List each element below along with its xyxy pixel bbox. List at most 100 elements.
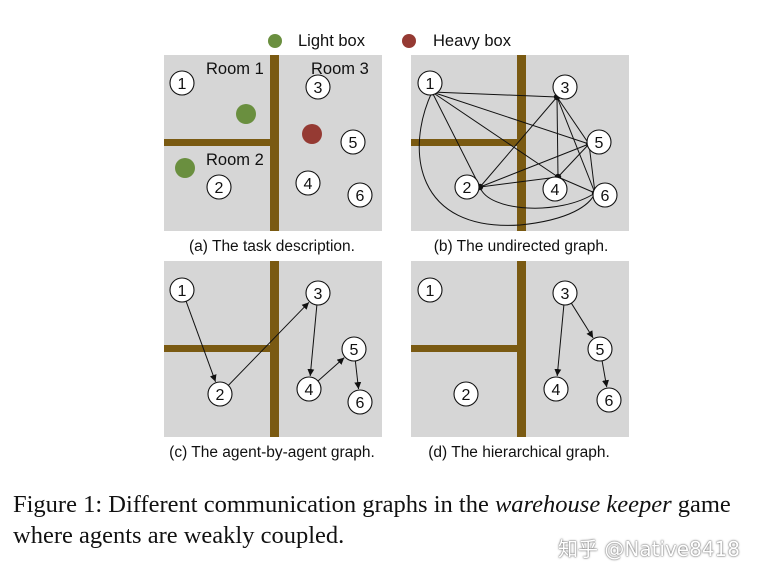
panel-a-nodes: 1 2 3 4 5 6 bbox=[169, 70, 373, 208]
agent-node-circle bbox=[206, 174, 232, 200]
agent-node-circle bbox=[587, 336, 613, 362]
legend-light-box-marker bbox=[268, 34, 282, 48]
agent-node-label: 1 bbox=[426, 76, 435, 93]
agent-node-5: 5 bbox=[341, 336, 367, 362]
graph-edge-arrow bbox=[354, 360, 362, 390]
agent-node-label: 4 bbox=[304, 176, 313, 193]
agent-node-label: 2 bbox=[216, 387, 225, 404]
agent-node-label: 5 bbox=[596, 342, 605, 359]
agent-node-3: 3 bbox=[305, 74, 331, 100]
agent-node-circle bbox=[552, 280, 578, 306]
agent-node-circle bbox=[169, 277, 195, 303]
graph-edge-arrow bbox=[307, 304, 318, 377]
agent-node-circle bbox=[454, 174, 480, 200]
room-2-label: Room 2 bbox=[206, 151, 264, 169]
panel-c-caption: (c) The agent-by-agent graph. bbox=[169, 444, 375, 461]
agent-node-6: 6 bbox=[347, 182, 373, 208]
agent-node-circle bbox=[347, 389, 373, 415]
agent-node-5: 5 bbox=[340, 129, 366, 155]
agent-node-circle bbox=[592, 182, 618, 208]
agent-node-4: 4 bbox=[543, 376, 569, 402]
caption-emphasis: warehouse keeper bbox=[494, 491, 672, 518]
figure-caption: Figure 1: Different communication graphs… bbox=[13, 489, 778, 551]
panel-d-wall-vertical bbox=[517, 261, 526, 437]
agent-node-3: 3 bbox=[305, 280, 331, 306]
agent-node-circle bbox=[340, 129, 366, 155]
agent-node-circle bbox=[305, 280, 331, 306]
agent-node-label: 5 bbox=[595, 135, 604, 152]
agent-node-6: 6 bbox=[347, 389, 373, 415]
agent-node-2: 2 bbox=[453, 381, 479, 407]
caption-prefix: Figure 1: Different communication graphs… bbox=[13, 491, 495, 518]
agent-node-circle bbox=[341, 336, 367, 362]
agent-node-3: 3 bbox=[552, 74, 578, 100]
graph-edge bbox=[556, 96, 596, 194]
panel-b-caption: (b) The undirected graph. bbox=[434, 238, 609, 255]
agent-node-circle bbox=[417, 70, 443, 96]
agent-node-label: 1 bbox=[178, 76, 187, 93]
heavy-box bbox=[302, 124, 322, 144]
panel-c-wall-horizontal bbox=[164, 345, 274, 352]
panel-a-wall-vertical bbox=[270, 55, 279, 231]
agent-node-5: 5 bbox=[587, 336, 613, 362]
graph-edge bbox=[431, 91, 481, 188]
agent-node-2: 2 bbox=[207, 381, 233, 407]
figure-graphic: Light box Heavy box Room 1 Room 2 Room 3… bbox=[164, 32, 629, 461]
agent-node-circle bbox=[305, 74, 331, 100]
panel-b-edges bbox=[418, 88, 599, 226]
room-1-label: Room 1 bbox=[206, 60, 264, 78]
graph-edge bbox=[557, 143, 590, 178]
agent-node-6: 6 bbox=[596, 387, 622, 413]
graph-edge-arrow bbox=[185, 301, 217, 382]
legend-light-box-label: Light box bbox=[298, 32, 366, 50]
legend-heavy-box-marker bbox=[402, 34, 416, 48]
agent-node-circle bbox=[543, 376, 569, 402]
agent-node-label: 3 bbox=[561, 286, 570, 303]
graph-edge bbox=[479, 96, 558, 188]
graph-edge-arrow bbox=[570, 302, 594, 339]
agent-node-circle bbox=[207, 381, 233, 407]
agent-node-4: 4 bbox=[295, 170, 321, 196]
panel-c-wall-vertical bbox=[270, 261, 279, 437]
graph-edge bbox=[431, 91, 590, 145]
panel-d-caption: (d) The hierarchical graph. bbox=[428, 444, 610, 461]
caption-suffix: game where agents are weakly coupled. bbox=[13, 491, 731, 549]
panel-d-wall-horizontal bbox=[411, 345, 521, 352]
agent-node-label: 4 bbox=[551, 182, 560, 199]
agent-node-1: 1 bbox=[417, 277, 443, 303]
graph-edge-arrow bbox=[227, 301, 310, 386]
agent-node-5: 5 bbox=[586, 129, 612, 155]
legend: Light box Heavy box bbox=[268, 32, 512, 50]
agent-node-label: 6 bbox=[356, 395, 365, 412]
panel-c-edges bbox=[185, 301, 362, 390]
agent-node-label: 6 bbox=[356, 188, 365, 205]
graph-edge bbox=[556, 96, 559, 178]
agent-node-label: 2 bbox=[463, 180, 472, 197]
agent-node-label: 2 bbox=[215, 180, 224, 197]
agent-node-label: 6 bbox=[601, 188, 610, 205]
agent-node-label: 1 bbox=[426, 283, 435, 300]
agent-node-circle bbox=[296, 376, 322, 402]
agent-node-circle bbox=[596, 387, 622, 413]
agent-node-label: 5 bbox=[349, 135, 358, 152]
panel-a-wall-horizontal bbox=[164, 139, 274, 146]
agent-node-label: 3 bbox=[561, 80, 570, 97]
agent-node-circle bbox=[417, 277, 443, 303]
agent-node-3: 3 bbox=[552, 280, 578, 306]
panel-a-caption: (a) The task description. bbox=[189, 238, 355, 255]
graph-edge bbox=[418, 91, 596, 226]
agent-node-circle bbox=[552, 74, 578, 100]
room-3-label: Room 3 bbox=[311, 60, 369, 78]
light-box bbox=[236, 104, 256, 124]
panel-d-nodes: 1 2 3 4 5 6 bbox=[417, 277, 622, 413]
graph-edge-arrow bbox=[601, 360, 609, 388]
panel-a: Room 1 Room 2 Room 3 1 2 3 4 5 6 (a) The task… bbox=[164, 55, 382, 255]
agent-node-circle bbox=[453, 381, 479, 407]
agent-node-circle bbox=[542, 176, 568, 202]
agent-node-label: 4 bbox=[305, 382, 314, 399]
panel-b-wall-vertical bbox=[517, 55, 526, 231]
graph-edge bbox=[556, 96, 590, 145]
agent-node-circle bbox=[169, 70, 195, 96]
